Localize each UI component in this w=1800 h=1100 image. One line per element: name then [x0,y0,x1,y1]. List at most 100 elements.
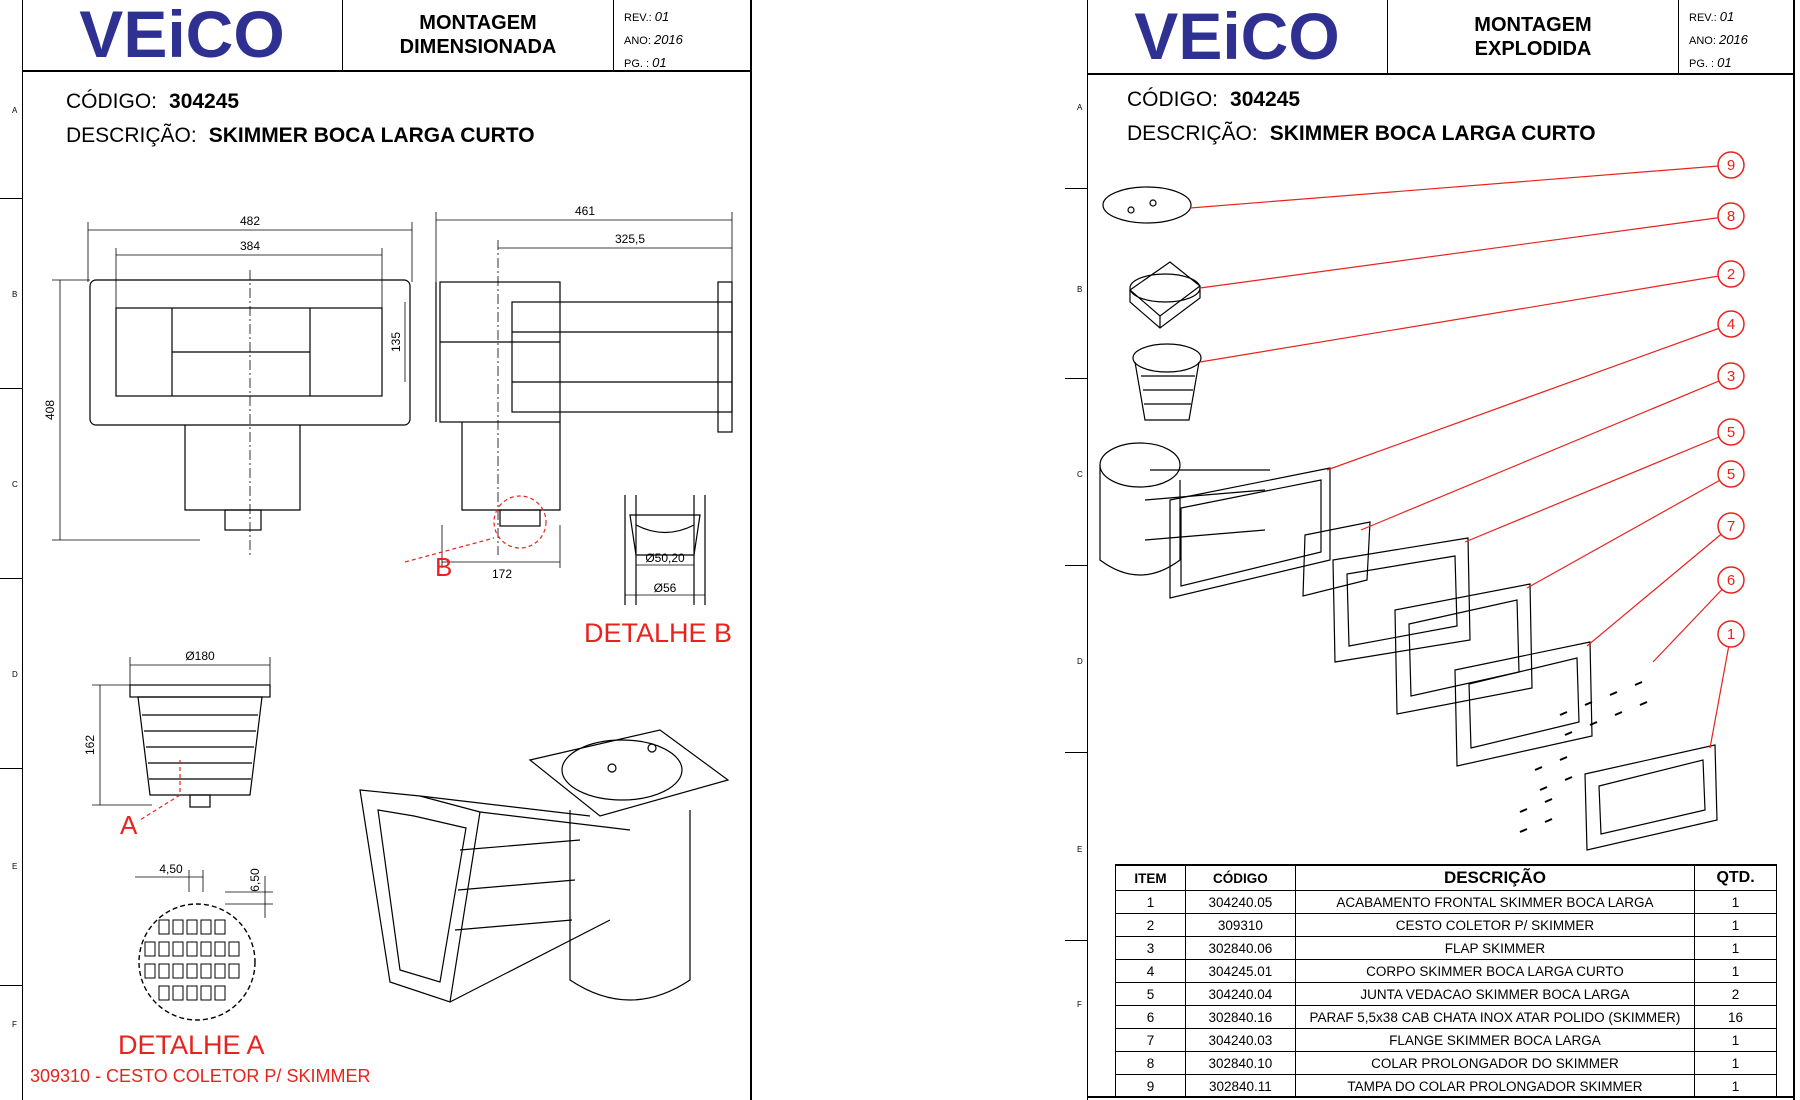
cell-codigo: 302840.11 [1184,1074,1296,1098]
cell-qtd: 1 [1694,890,1777,914]
brand-logo: VEiCO [22,0,343,71]
pg-value: 01 [652,55,667,70]
part-7-flange [1454,641,1593,767]
title-block: VEiCO MONTAGEM EXPLODIDA REV.: 01 ANO: 2… [1087,0,1793,75]
dim-180: Ø180 [185,649,215,663]
zone-letter: E [12,862,18,871]
cell-item: 2 [1115,913,1186,937]
sheet-title-line2: DIMENSIONADA [399,36,557,58]
descricao-line: DESCRIÇÃO:SKIMMER BOCA LARGA CURTO [1127,122,1596,146]
sheet-title-line1: MONTAGEM [419,12,537,34]
zone-letter: D [1077,657,1083,666]
sheet-title-line2: EXPLODIDA [1474,37,1592,60]
part-4-body [1099,442,1181,488]
balloon-6: 6 [1727,572,1735,589]
part-8-collar [1129,261,1201,317]
detail-b-circle [493,495,547,549]
dimensioned-assembly-sheet: A B C D E F VEiCO MONTAGEM DIMENSIONADA … [0,0,752,1100]
cell-item: 9 [1115,1074,1186,1098]
part-6-screws [1519,681,1648,833]
cell-qtd: 2 [1694,982,1777,1006]
zone-tick [0,985,22,986]
balloon-9: 9 [1727,157,1735,174]
codigo-label: CÓDIGO: [66,90,158,113]
isometric-assembly-drawing [359,729,730,1003]
cell-item: 4 [1115,959,1186,983]
dim-384: 384 [240,239,260,253]
zone-tick [0,388,22,389]
dim-325: 325,5 [615,232,645,246]
dim-4-50: 4,50 [159,862,183,876]
zone-letter: A [12,106,18,115]
revision-block: REV.: 01 ANO: 2016 PG. : 01 [614,0,750,70]
cell-descricao: COLAR PROLONGADOR DO SKIMMER [1294,1051,1696,1075]
dim-482: 482 [240,214,260,228]
cell-codigo: 302840.16 [1184,1005,1296,1029]
cell-codigo: 309310 [1184,913,1296,937]
col-header-item: ITEM [1115,864,1186,891]
codigo-value: 304245 [169,90,240,113]
cell-codigo: 302840.06 [1184,936,1296,960]
balloon-5: 5 [1727,424,1735,441]
zone-tick [1065,378,1087,379]
balloon-3: 3 [1727,368,1735,385]
balloon-4: 4 [1727,316,1735,333]
table-header-row: ITEM CÓDIGO DESCRIÇÃO QTD. [1115,864,1777,891]
detalhe-b-label: DETALHE B [584,618,733,648]
cell-codigo: 302840.10 [1184,1051,1296,1075]
cell-qtd: 16 [1694,1005,1777,1029]
zone-letter: C [12,480,18,489]
cesto-caption: 309310 - CESTO COLETOR P/ SKIMMER [30,1066,371,1086]
front-view-drawing: 482 384 408 [43,214,413,555]
dim-50-20: Ø50,20 [645,551,685,565]
col-header-descricao: DESCRIÇÃO [1294,864,1696,891]
descricao-label: DESCRIÇÃO: [66,124,197,147]
exploded-view-drawing: 9 8 2 4 3 5 5 7 6 1 [1099,151,1745,851]
dim-408: 408 [43,400,57,420]
cell-codigo: 304245.01 [1184,959,1296,983]
zone-letter: B [1077,285,1083,294]
balloon-2: 2 [1727,266,1735,283]
zone-letter: F [1077,1000,1082,1009]
basket-drawing: Ø180 162 [83,649,271,821]
codigo-line: CÓDIGO: 304245 [66,90,239,114]
pg-label: PG. : [624,58,650,70]
codigo-label: CÓDIGO: [1127,88,1219,111]
zone-letter: C [1077,470,1083,479]
detalhe-a-label: DETALHE A [118,1030,265,1060]
col-header-codigo: CÓDIGO [1184,864,1296,891]
zone-tick [1065,752,1087,753]
cell-item: 1 [1115,890,1186,914]
pg-label: PG. : [1689,58,1715,70]
label-b: B [435,552,453,582]
codigo-line: CÓDIGO:304245 [1127,88,1300,112]
cell-codigo: 304240.04 [1184,982,1296,1006]
cell-qtd: 1 [1694,936,1777,960]
descricao-line: DESCRIÇÃO: SKIMMER BOCA LARGA CURTO [66,124,535,148]
part-5-gasket [1332,537,1471,663]
cell-codigo: 304240.05 [1184,890,1296,914]
cell-qtd: 1 [1694,1051,1777,1075]
descricao-value: SKIMMER BOCA LARGA CURTO [208,124,535,147]
veico-logo-icon: VEiCO [1134,0,1339,73]
sheet-border-right [1793,0,1795,1100]
rev-value: 01 [654,9,670,24]
sheet-title: MONTAGEM EXPLODIDA [1388,0,1679,73]
zone-tick [0,578,22,579]
leader-lines [1189,164,1732,749]
brand-wordmark: VEiCO [1134,0,1339,73]
cell-qtd: 1 [1694,1074,1777,1098]
ano-value: 2016 [1718,32,1748,47]
descricao-value: SKIMMER BOCA LARGA CURTO [1269,122,1596,145]
dim-56: Ø56 [654,581,677,595]
part-5-gasket-2 [1394,583,1533,715]
zone-tick [1065,188,1087,189]
dim-6-50: 6,50 [248,868,262,892]
sheet-border-left [22,0,23,1100]
brand-logo: VEiCO [1087,0,1388,73]
cell-descricao: FLANGE SKIMMER BOCA LARGA [1294,1028,1696,1052]
